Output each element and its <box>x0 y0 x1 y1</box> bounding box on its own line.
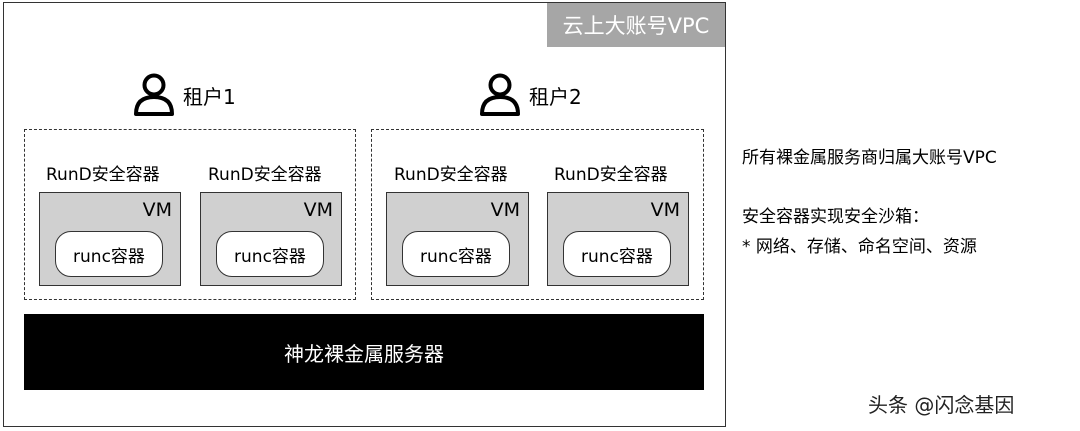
tenant-2-label: 租户2 <box>479 72 582 118</box>
person-icon <box>480 73 520 116</box>
vm-box: VM runc容器 <box>200 192 342 286</box>
container-title: RunD安全容器 <box>394 165 508 185</box>
vm-label: VM <box>142 199 172 221</box>
vm-label: VM <box>490 199 520 221</box>
container-title: RunD安全容器 <box>208 165 322 185</box>
container-title: RunD安全容器 <box>46 165 160 185</box>
vm-box: VM runc容器 <box>547 192 689 286</box>
watermark: 头条 @闪念基因 <box>868 393 1015 417</box>
vm-box: VM runc容器 <box>39 192 181 286</box>
vpc-boundary <box>3 2 726 427</box>
tenant-1-label: 租户1 <box>133 72 236 118</box>
runc-container: runc容器 <box>55 231 163 277</box>
vpc-label: 云上大账号VPC <box>547 3 725 47</box>
tenant-1-name: 租户1 <box>183 84 236 109</box>
runc-container: runc容器 <box>216 231 324 277</box>
runc-container: runc容器 <box>563 231 671 277</box>
tenant-1-group <box>24 129 356 300</box>
vm-label: VM <box>650 199 680 221</box>
note-line-3: * 网络、存储、命名空间、资源 <box>742 237 977 257</box>
person-icon <box>134 73 174 116</box>
vm-label: VM <box>303 199 333 221</box>
tenant-2-name: 租户2 <box>529 84 582 109</box>
note-line-1: 所有裸金属服务商归属大账号VPC <box>742 148 997 168</box>
bare-metal-server: 神龙裸金属服务器 <box>24 314 704 390</box>
note-line-2: 安全容器实现安全沙箱： <box>742 207 929 227</box>
container-title: RunD安全容器 <box>554 165 668 185</box>
vm-box: VM runc容器 <box>386 192 529 286</box>
runc-container: runc容器 <box>402 231 510 277</box>
tenant-2-group <box>371 129 704 300</box>
